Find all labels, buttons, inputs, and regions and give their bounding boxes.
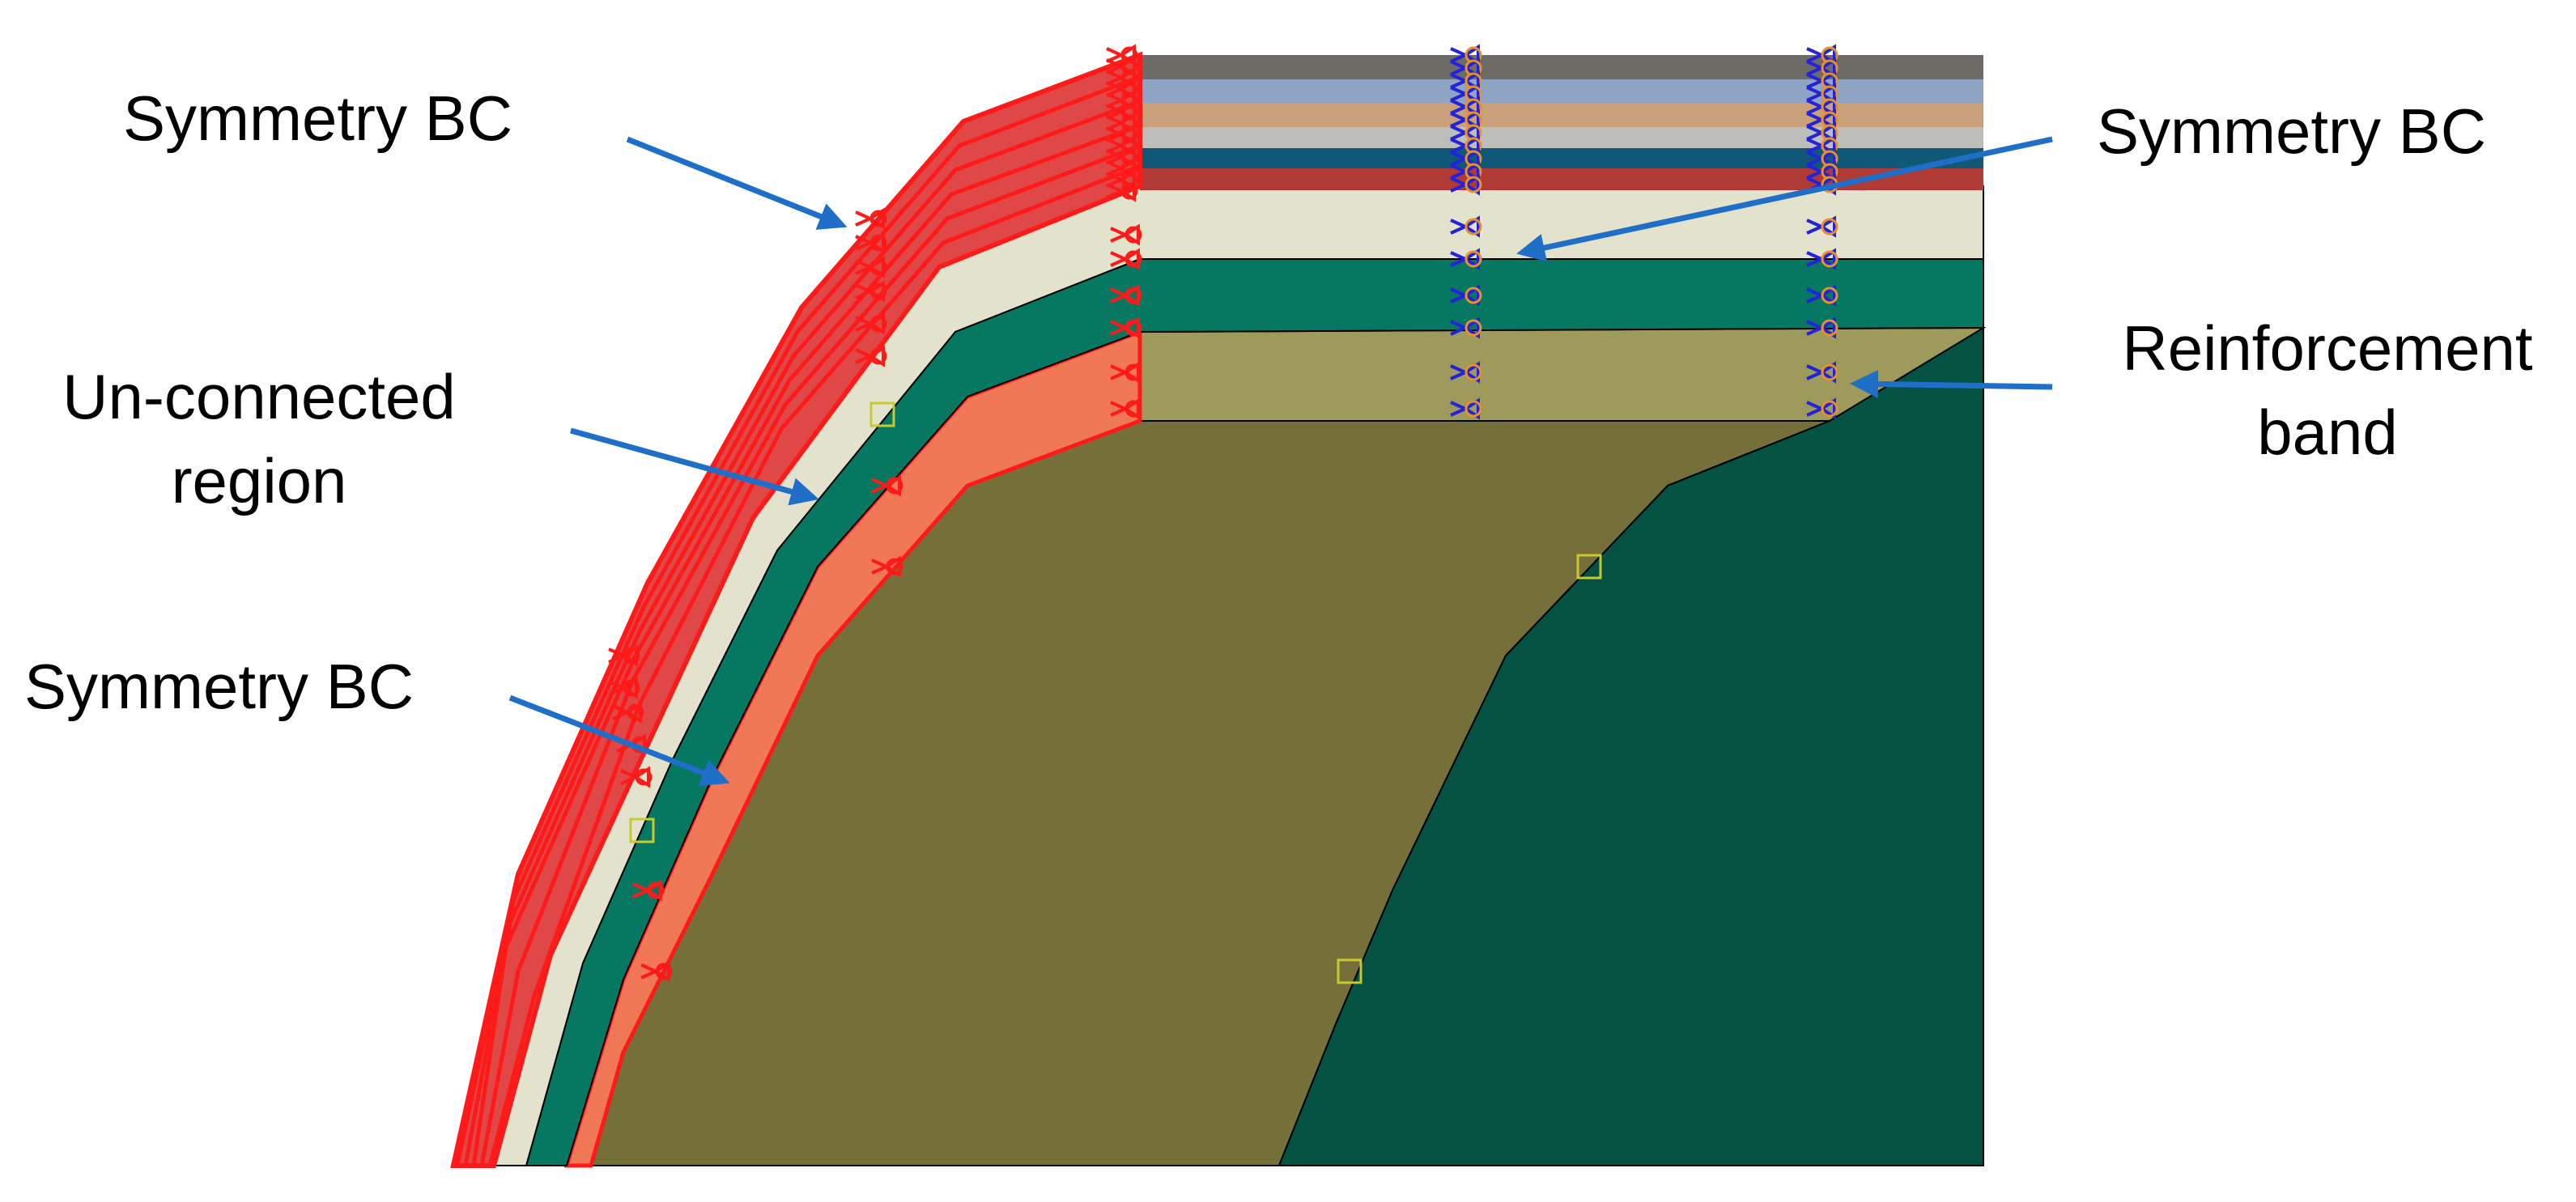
node-marker	[1337, 958, 1362, 984]
dark-gray-layer	[1140, 55, 1983, 79]
label-reinforcement-line1: Reinforcement	[2122, 312, 2533, 384]
label-symmetry-bc-lower-left: Symmetry BC	[24, 651, 414, 722]
bc-blue-marker	[1450, 248, 1482, 270]
bc-blue-marker	[1450, 44, 1482, 66]
bc-red-marker	[608, 644, 640, 667]
bc-blue-marker	[1806, 397, 1838, 420]
tan-layer	[1140, 101, 1983, 127]
bc-blue-marker	[1450, 361, 1482, 384]
bc-red-marker	[855, 312, 887, 335]
arrow-symmetry-lower-left	[508, 694, 730, 787]
bc-red-marker	[871, 555, 903, 578]
bc-red-marker	[1110, 397, 1142, 420]
label-symmetry-bc-top-left: Symmetry BC	[123, 83, 513, 154]
bc-blue-marker	[1806, 215, 1838, 238]
bc-red-marker	[1110, 248, 1142, 270]
label-unconnected-line1: Un-connected	[62, 361, 456, 432]
bc-red-marker	[612, 701, 644, 724]
arrow-reinforcement	[1850, 369, 2053, 398]
label-unconnected-line2: region	[171, 445, 347, 516]
bc-red-marker	[1106, 180, 1138, 202]
label-reinforcement-band: Reinforcement band	[2072, 306, 2576, 474]
bc-blue-marker	[1806, 284, 1838, 307]
node-marker	[629, 818, 655, 843]
bc-red-marker	[640, 960, 673, 983]
bc-red-marker	[855, 207, 887, 230]
blue-gray-layer	[1140, 77, 1983, 103]
bc-blue-marker	[1806, 361, 1838, 384]
bc-red-marker	[855, 231, 887, 254]
dark-green-core	[1277, 322, 1984, 1166]
bc-red-marker	[608, 677, 640, 699]
bc-blue-marker	[1450, 173, 1482, 196]
light-gray-layer	[1140, 125, 1983, 148]
bc-red-marker	[855, 280, 887, 303]
bc-red-marker	[1110, 361, 1142, 384]
bc-red-marker	[1110, 223, 1142, 246]
label-symmetry-bc-top-right: Symmetry BC	[2097, 96, 2487, 167]
bc-red-marker	[620, 766, 653, 788]
label-reinforcement-line2: band	[2257, 397, 2398, 468]
arrow-unconnected	[570, 427, 819, 506]
navy-teal-layer	[1140, 146, 1983, 168]
arrow-symmetry-top-right	[1516, 136, 2053, 262]
bc-blue-marker	[1450, 284, 1482, 307]
bc-red-marker	[1110, 316, 1142, 339]
bc-blue-marker	[1450, 397, 1482, 420]
red-outer-layers	[450, 51, 1142, 1168]
bc-blue-marker	[1806, 248, 1838, 270]
bc-marker-glyphs	[608, 44, 1838, 984]
bc-blue-marker	[1450, 83, 1482, 105]
annotation-arrows	[508, 136, 2053, 787]
bc-red-marker	[632, 879, 665, 902]
node-marker	[869, 401, 895, 427]
bc-red-marker	[855, 345, 887, 367]
bc-red-marker	[1110, 284, 1142, 307]
bc-blue-marker	[1450, 316, 1482, 339]
label-unconnected-region: Un-connected region	[49, 355, 470, 523]
node-marker	[1576, 554, 1602, 580]
bc-red-marker	[855, 256, 887, 278]
arrow-symmetry-top-left	[626, 136, 848, 230]
bc-blue-marker	[1806, 316, 1838, 339]
bc-red-marker	[871, 474, 903, 497]
bc-blue-marker	[1450, 215, 1482, 238]
